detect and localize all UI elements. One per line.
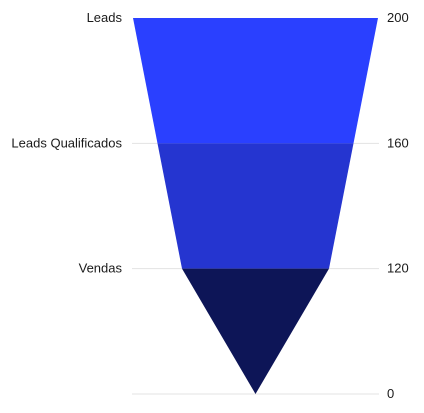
value-label-160: 160 xyxy=(387,135,409,150)
axis-labels: Leads Leads Qualificados Vendas 200 160 … xyxy=(11,10,408,401)
funnel-segment-2 xyxy=(157,143,354,269)
funnel-segment-3 xyxy=(182,268,329,394)
category-label-leads: Leads xyxy=(87,10,123,25)
category-label-leads-qualificados: Leads Qualificados xyxy=(11,135,122,150)
value-label-200: 200 xyxy=(387,10,409,25)
value-label-0: 0 xyxy=(387,386,394,401)
category-label-vendas: Vendas xyxy=(79,261,123,276)
value-label-120: 120 xyxy=(387,261,409,276)
funnel-segment-1 xyxy=(133,18,378,144)
funnel-segments xyxy=(133,18,378,394)
